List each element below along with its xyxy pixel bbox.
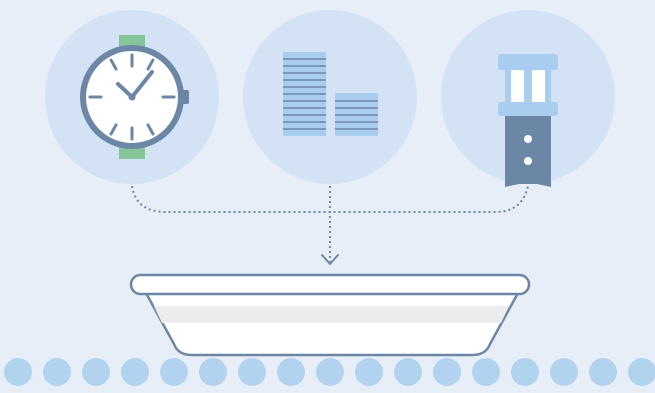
tray-icon — [129, 273, 531, 357]
wristwatch-icon — [80, 35, 189, 159]
dot-row — [4, 358, 655, 386]
coins-circle — [243, 10, 417, 184]
dotted-arrow-down — [131, 185, 529, 262]
arrow-head — [321, 254, 339, 265]
belt-buckle-icon — [498, 54, 558, 187]
coin-stacks-icon — [283, 52, 378, 136]
